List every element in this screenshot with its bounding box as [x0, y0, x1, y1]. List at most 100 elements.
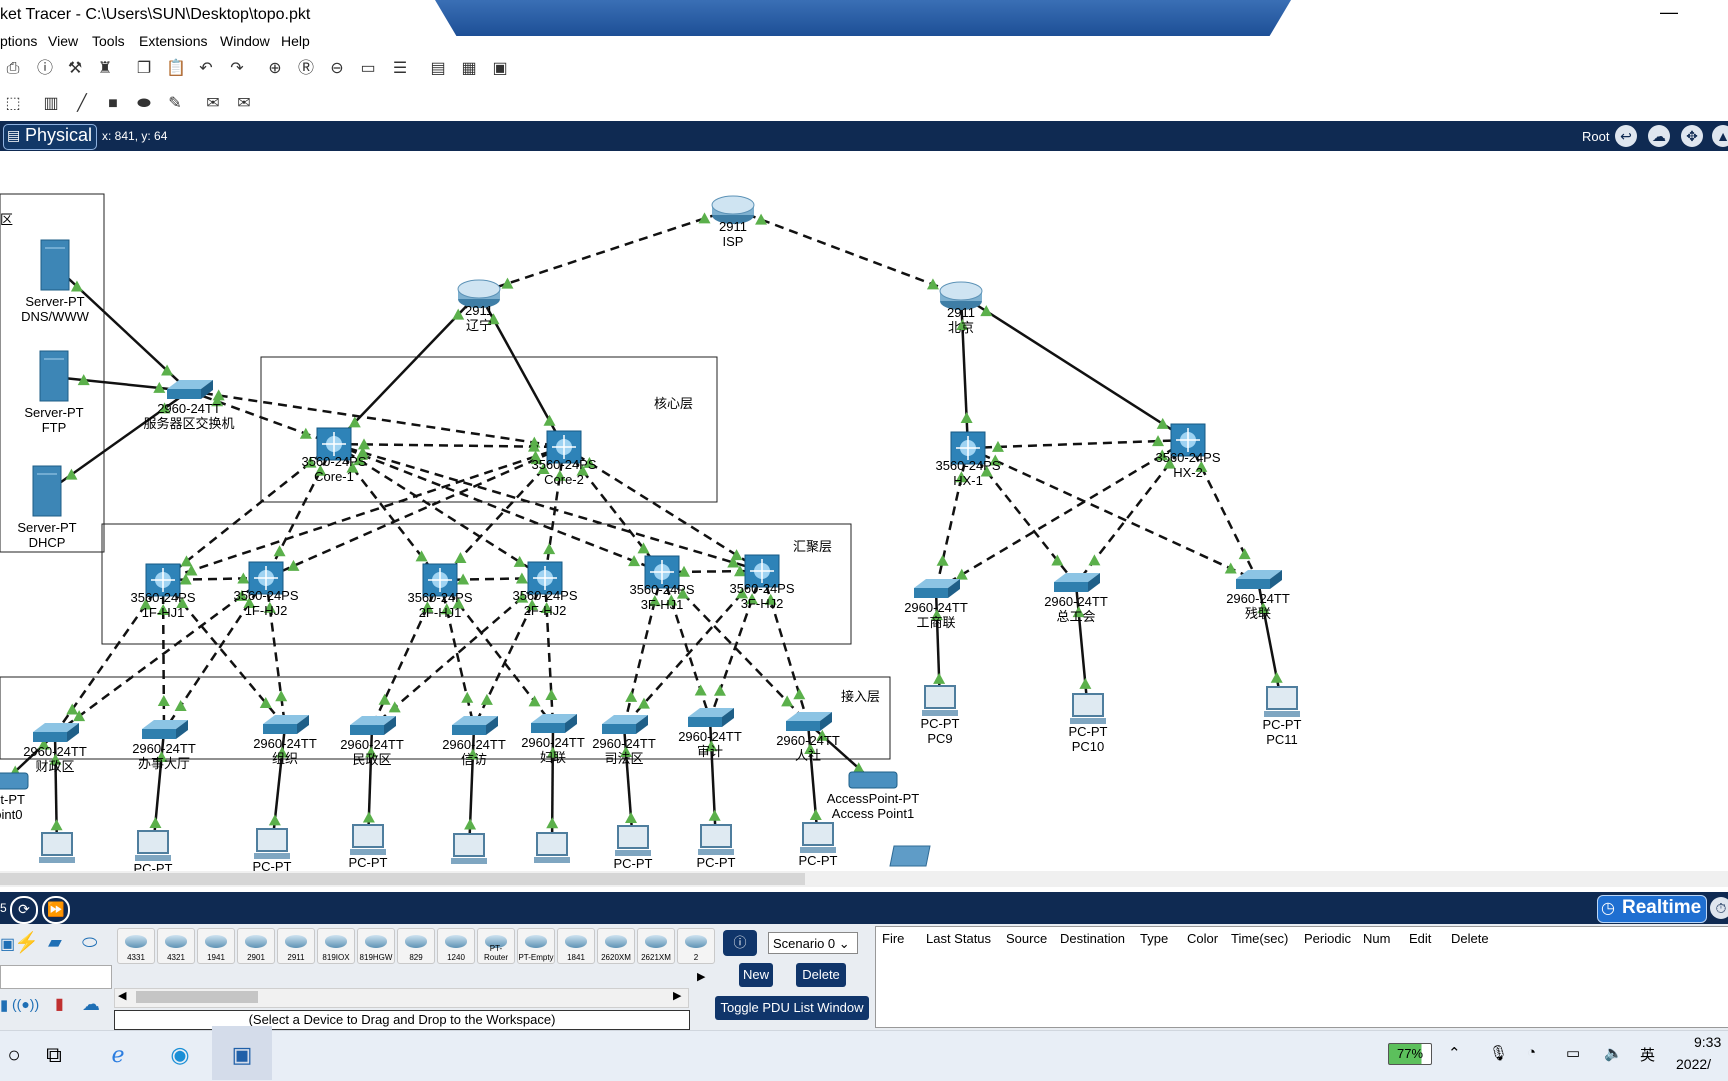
connections-icon[interactable]: ⚡ — [14, 932, 39, 954]
custom-device-icon[interactable]: ☰ — [392, 60, 408, 77]
device-isp-icon[interactable] — [711, 195, 755, 224]
link-core2-hj2b[interactable] — [543, 446, 566, 579]
menu-extensions[interactable]: Extensions — [139, 33, 208, 49]
folder-icon[interactable]: ▰ — [48, 932, 62, 952]
device-pcg-icon[interactable] — [615, 825, 651, 856]
device-model-819IOX[interactable]: 819IOX — [317, 928, 355, 964]
link-core1-hj3a[interactable] — [333, 442, 663, 574]
link-hj2b-fl[interactable] — [543, 577, 555, 726]
device-ftp-icon[interactable] — [39, 350, 69, 402]
panel-collapse-icon[interactable]: ▶ — [697, 971, 706, 983]
link-isp-bj[interactable] — [732, 207, 962, 297]
link-hj3b-rs[interactable] — [760, 570, 810, 724]
device-gsl-icon[interactable] — [914, 579, 960, 598]
volume-icon[interactable]: 🔈 — [1604, 1045, 1623, 1062]
device-pce-icon[interactable] — [451, 833, 487, 864]
link-mz-pcd[interactable] — [366, 726, 374, 844]
microphone-icon[interactable]: 🎙 — [1489, 1045, 1509, 1062]
device-core2-icon[interactable] — [546, 430, 582, 464]
device-hj2b-icon[interactable] — [527, 561, 563, 595]
simple-pdu-icon[interactable]: ✉ — [206, 95, 220, 112]
wifi-icon[interactable]: ◔ — [1527, 1044, 1537, 1061]
link-sj-pch[interactable] — [708, 718, 718, 844]
device-bsdt-icon[interactable] — [142, 720, 188, 739]
device-hj1b-icon[interactable] — [248, 561, 284, 595]
components-icon[interactable]: ⬭ — [82, 932, 98, 952]
new-scenario-button[interactable]: New — [739, 963, 773, 987]
device-hj3a-icon[interactable] — [644, 555, 680, 589]
link-zz-pcc[interactable] — [270, 725, 287, 848]
notes-icon[interactable]: ▤ — [430, 60, 446, 77]
menu-options[interactable]: ptions — [0, 33, 38, 49]
zoom-in-icon[interactable]: ⊕ — [268, 60, 282, 77]
device-model-1841[interactable]: 1841 — [557, 928, 595, 964]
device-pcf-icon[interactable] — [534, 832, 570, 863]
print-icon[interactable]: ⎙ — [6, 60, 20, 77]
viewport-icon[interactable]: ▦ — [461, 60, 477, 77]
activity-wizard-icon[interactable]: ♜ — [97, 60, 113, 77]
device-pc11-icon[interactable] — [1264, 686, 1300, 717]
minimize-button[interactable]: — — [1660, 2, 1678, 22]
delete-scenario-button[interactable]: Delete — [796, 963, 846, 987]
device-hj3b-icon[interactable] — [744, 554, 780, 588]
complex-pdu-icon[interactable]: ✉ — [237, 95, 251, 112]
menu-view[interactable]: View — [48, 33, 79, 49]
link-cl-pc11[interactable] — [1256, 580, 1284, 706]
menu-help[interactable]: Help — [281, 33, 310, 49]
cloud-icon[interactable]: ☁ — [1648, 125, 1670, 147]
link-core2-hj3a[interactable] — [563, 446, 663, 573]
packet-tracer-icon[interactable]: ▣ — [231, 1042, 253, 1067]
device-pcc-icon[interactable] — [254, 828, 290, 859]
device-search-input[interactable] — [0, 965, 112, 989]
chevron-up-icon[interactable]: ⌃ — [1448, 1045, 1461, 1062]
ime-indicator[interactable]: 英 — [1640, 1047, 1656, 1064]
link-hx1-gsl[interactable] — [934, 447, 970, 591]
physical-tab[interactable] — [3, 124, 97, 150]
link-fl-pcf[interactable] — [550, 724, 555, 852]
link-core1-core2[interactable] — [333, 442, 565, 449]
edge-browser-icon[interactable]: ◉ — [170, 1042, 190, 1067]
device-zgh-icon[interactable] — [1054, 573, 1100, 592]
freeform-icon[interactable]: ✎ — [168, 95, 182, 112]
device-pci-icon[interactable] — [800, 822, 836, 853]
link-sf-pcg[interactable] — [622, 725, 635, 845]
realtime-tab[interactable] — [1597, 895, 1707, 923]
scenario-info-icon[interactable]: ⓘ — [723, 930, 757, 956]
drawing-palette-icon[interactable]: ▭ — [360, 60, 376, 77]
battery-indicator[interactable]: 77% — [1388, 1043, 1432, 1065]
cluster-icon[interactable]: ▣ — [492, 60, 508, 77]
device-mz-icon[interactable] — [350, 716, 396, 735]
link-rs-pci[interactable] — [806, 722, 820, 842]
device-dhcp-icon[interactable] — [32, 465, 62, 517]
link-bsdt-pcb[interactable] — [151, 730, 166, 850]
topology-canvas[interactable] — [0, 151, 1728, 871]
redo-icon[interactable]: ↷ — [230, 60, 244, 77]
ie-browser-icon[interactable]: ℯ — [111, 1042, 125, 1067]
link-isp-ln[interactable] — [478, 207, 734, 295]
scenario-select[interactable]: Scenario 0 ⌄ — [768, 932, 858, 954]
zoom-reset-icon[interactable]: Ⓡ — [297, 60, 314, 77]
device-model-1240[interactable]: 1240 — [437, 928, 475, 964]
device-ln-icon[interactable] — [457, 279, 501, 308]
device-pch-icon[interactable] — [698, 824, 734, 855]
device-pcb-icon[interactable] — [135, 830, 171, 861]
device-model-PT-Empty[interactable]: PT-Empty — [517, 928, 555, 964]
link-hx1-cl[interactable] — [967, 446, 1259, 583]
device-model-2901[interactable]: 2901 — [237, 928, 275, 964]
device-hx2-icon[interactable] — [1170, 423, 1206, 457]
scroll-left-icon[interactable]: ◀ — [118, 990, 127, 1002]
device-hj1a-icon[interactable] — [145, 563, 181, 597]
fast-forward-icon[interactable]: ⏩ — [42, 896, 70, 924]
link-core2-hj1a[interactable] — [162, 445, 565, 582]
line-icon[interactable]: ╱ — [77, 95, 87, 112]
paste-icon[interactable]: 📋 — [166, 60, 186, 77]
device-model-4321[interactable]: 4321 — [157, 928, 195, 964]
link-core1-hj2b[interactable] — [333, 442, 546, 580]
device-sj-icon[interactable] — [688, 708, 734, 727]
device-pcd-icon[interactable] — [350, 824, 386, 855]
wireless-icon[interactable]: ((●)) — [12, 996, 40, 1012]
simulation-icon[interactable]: ⏱ — [1710, 897, 1728, 919]
link-cz-pca[interactable] — [53, 733, 59, 852]
link-core2-hj1b[interactable] — [265, 445, 565, 580]
link-hj3b-sj[interactable] — [708, 570, 764, 720]
